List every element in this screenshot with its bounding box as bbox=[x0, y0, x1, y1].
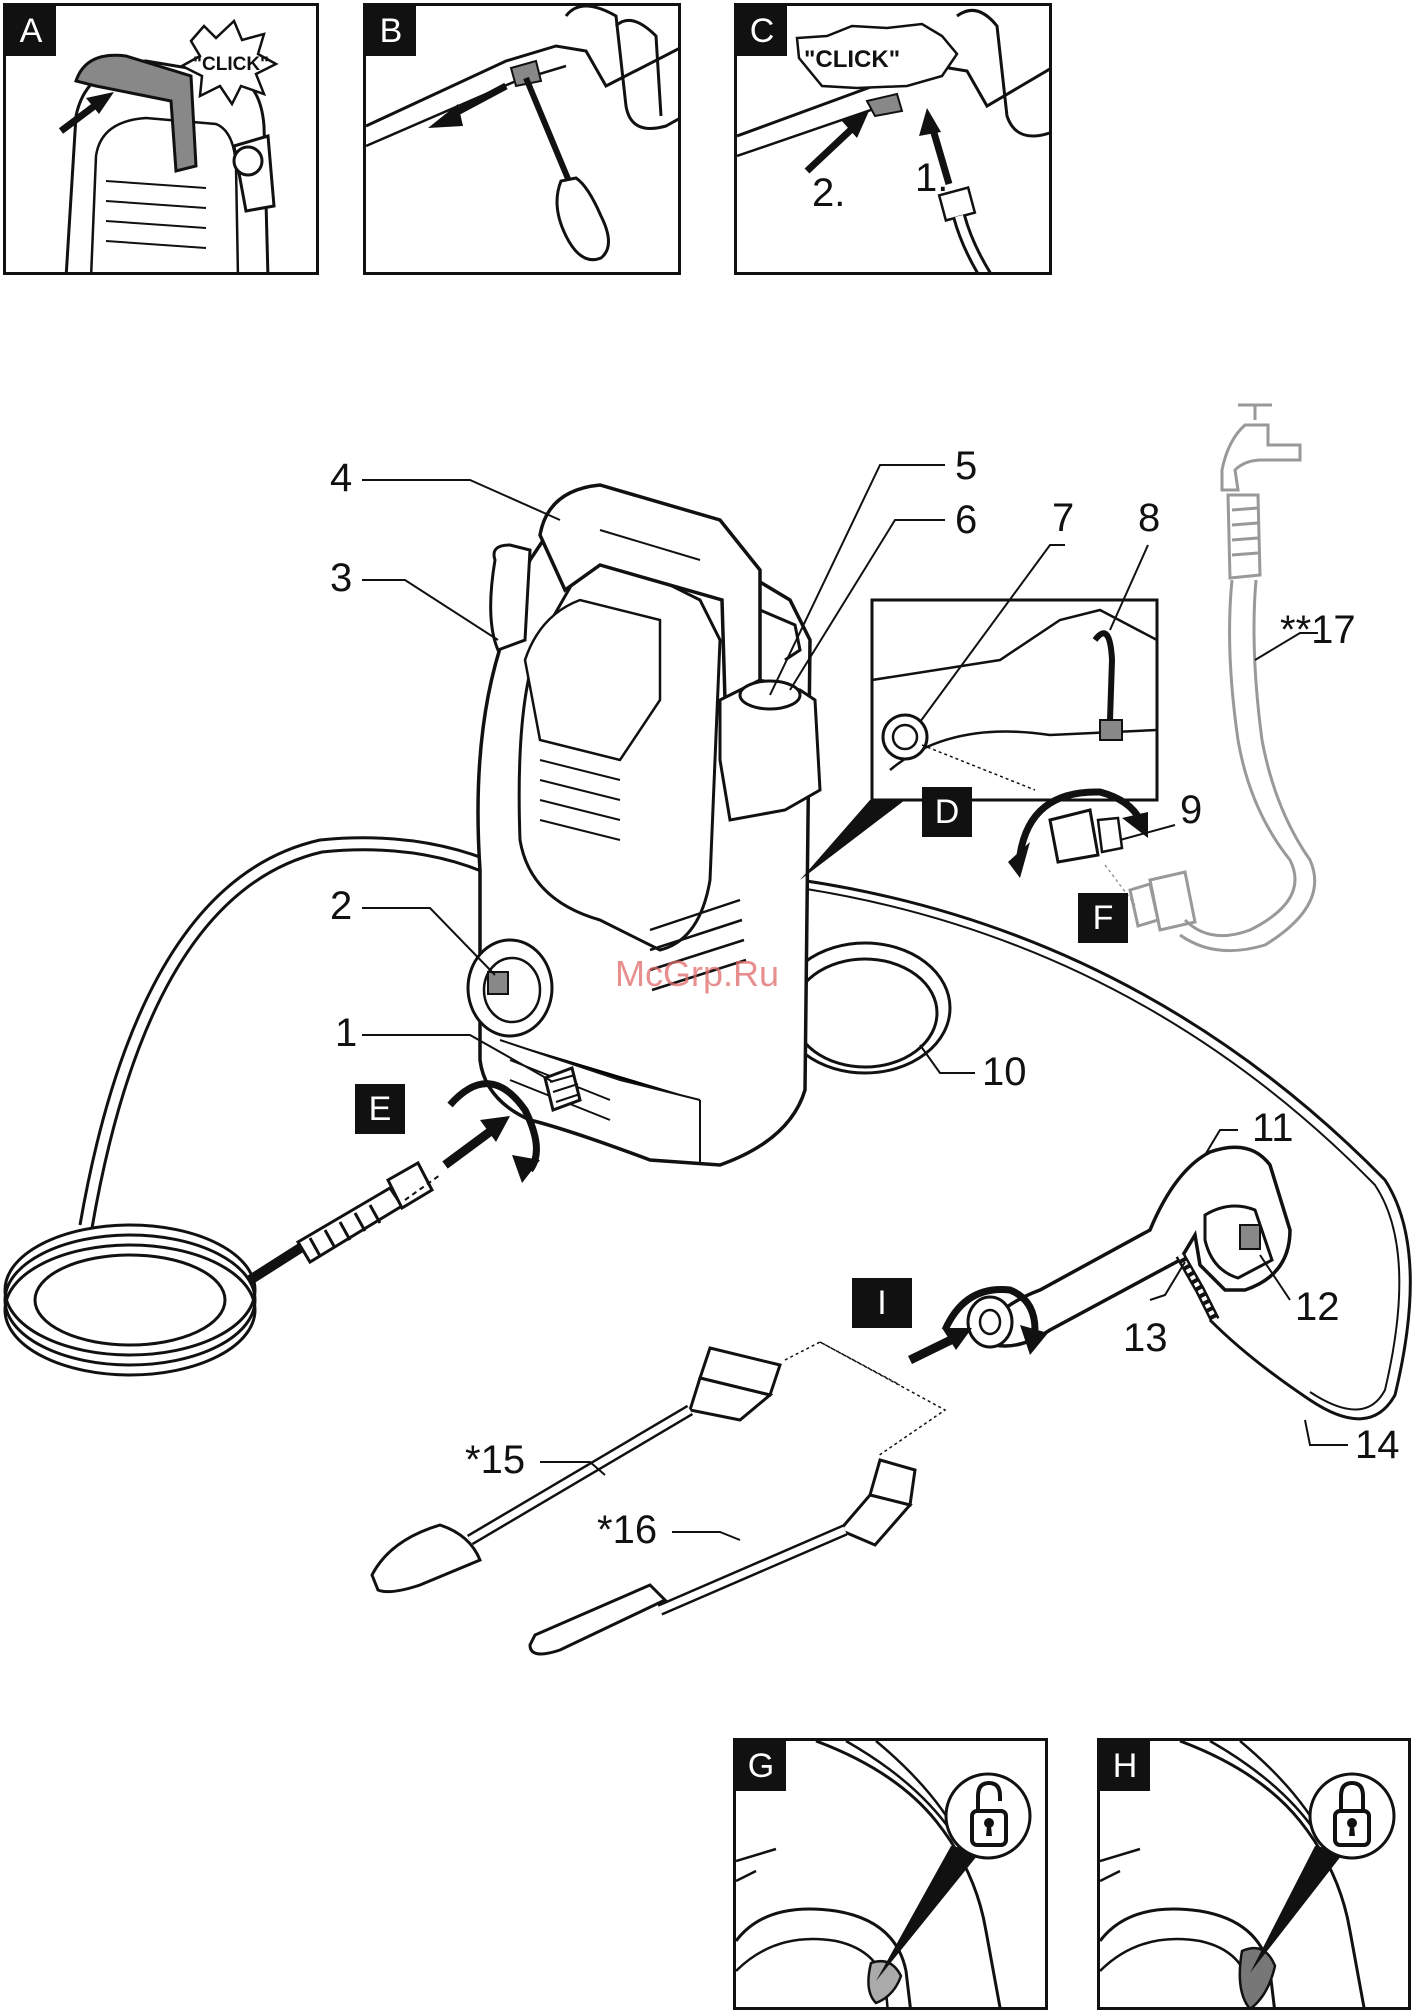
main-illustration bbox=[0, 400, 1414, 1700]
callout-5: 5 bbox=[955, 446, 977, 486]
callout-14: 14 bbox=[1355, 1425, 1400, 1465]
callout-4: 4 bbox=[330, 458, 352, 498]
high-pressure-hose-coil bbox=[5, 838, 500, 1375]
panel-b-label: B bbox=[366, 6, 416, 56]
panel-h-label: H bbox=[1100, 1741, 1150, 1791]
callout-8: 8 bbox=[1138, 498, 1160, 538]
panel-c: C "CLICK" 2. 1. bbox=[734, 3, 1052, 275]
inlet-coupling bbox=[1008, 792, 1148, 878]
callout-11: 11 bbox=[1252, 1108, 1294, 1148]
spray-gun bbox=[910, 1147, 1290, 1360]
panel-c-step-1: 1. bbox=[915, 156, 948, 201]
panel-g-label: G bbox=[736, 1741, 786, 1791]
callout-6: 6 bbox=[955, 500, 977, 540]
hose-to-gun bbox=[800, 880, 1410, 1419]
callout-12: 12 bbox=[1295, 1287, 1340, 1327]
watermark: McGrp.Ru bbox=[615, 953, 779, 995]
panel-h: H bbox=[1097, 1738, 1411, 2010]
panel-c-label: C bbox=[737, 6, 787, 56]
callout-3: 3 bbox=[330, 558, 352, 598]
step-d-label: D bbox=[922, 787, 972, 837]
panel-a: A "CLICK" bbox=[3, 3, 319, 275]
step-f-label: F bbox=[1078, 893, 1128, 943]
callout-7: 7 bbox=[1052, 498, 1074, 538]
callout-13: 13 bbox=[1123, 1318, 1168, 1358]
panel-a-click-text: "CLICK" bbox=[193, 54, 269, 76]
padlock-open-icon bbox=[968, 1781, 1010, 1851]
callout-17: **17 bbox=[1280, 610, 1356, 650]
panel-c-step-2: 2. bbox=[812, 171, 845, 216]
callout-9: 9 bbox=[1180, 790, 1202, 830]
callout-16: *16 bbox=[597, 1510, 657, 1550]
step-i-label: I bbox=[852, 1278, 912, 1328]
callout-15: *15 bbox=[465, 1440, 525, 1480]
panel-g: G bbox=[733, 1738, 1048, 2010]
callout-10: 10 bbox=[982, 1052, 1027, 1092]
panel-b: B bbox=[363, 3, 681, 275]
hose-connector bbox=[298, 1163, 432, 1262]
padlock-closed-icon bbox=[1331, 1781, 1373, 1851]
panel-c-click-text: "CLICK" bbox=[804, 46, 900, 74]
panel-a-label: A bbox=[6, 6, 56, 56]
callout-1: 1 bbox=[335, 1013, 357, 1053]
spray-lance-15 bbox=[372, 1348, 780, 1592]
callout-2: 2 bbox=[330, 886, 352, 926]
spray-lance-16 bbox=[530, 1460, 915, 1654]
step-e-label: E bbox=[355, 1084, 405, 1134]
